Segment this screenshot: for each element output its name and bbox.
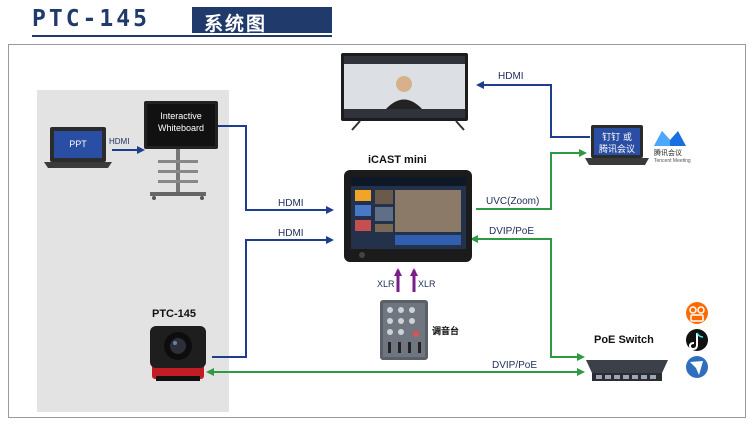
page-title: PTC-145 xyxy=(32,6,150,32)
laptop-meeting-screen-line1: 钉钉 或 xyxy=(602,133,632,143)
whiteboard-screen-line1: Interactive xyxy=(160,111,202,121)
link-label-icast-switch: DVIP/PoE xyxy=(489,226,535,237)
audio-mixer xyxy=(380,300,428,360)
laptop-meeting-screen-line2: 腾讯会议 xyxy=(598,145,635,155)
page-subtitle: 系统图 xyxy=(204,13,268,35)
link-label-laptop-tv: HDMI xyxy=(498,71,524,82)
xlr-label-left: XLR xyxy=(377,279,395,289)
icast-label: iCAST mini xyxy=(368,154,427,166)
link-label-icast-laptop: UVC(Zoom) xyxy=(486,196,540,207)
link-label-camera-icast: HDMI xyxy=(278,228,304,239)
camera-label: PTC-145 xyxy=(152,308,197,320)
wire-laptop-tv xyxy=(476,81,590,138)
mixer-label: 调音台 xyxy=(432,327,460,337)
whiteboard xyxy=(144,101,218,200)
ptz-camera xyxy=(150,326,206,381)
link-label-camera-switch: DVIP/PoE xyxy=(492,360,538,371)
wire-camera-icast xyxy=(212,236,334,358)
tv-display xyxy=(341,53,468,131)
laptop-ppt xyxy=(44,127,112,168)
wire-whiteboard-icast xyxy=(218,125,334,214)
wire-icast-switch xyxy=(470,235,585,361)
bird-icon xyxy=(686,356,708,378)
link-label-ppt-whiteboard: HDMI xyxy=(109,137,130,146)
poe-switch-label: PoE Switch xyxy=(594,334,654,346)
poe-switch xyxy=(586,360,668,381)
tencent-meeting-logo xyxy=(654,131,686,146)
link-label-whiteboard-icast: HDMI xyxy=(278,198,304,209)
tencent-meeting-name: 腾讯会议 xyxy=(654,149,682,157)
whiteboard-screen-line2: Whiteboard xyxy=(157,123,205,133)
wire-icast-laptop xyxy=(476,149,587,210)
diagram-frame xyxy=(8,44,746,418)
icast-device xyxy=(344,170,472,262)
xlr-label-right: XLR xyxy=(418,279,436,289)
laptop-ppt-screen-text: PPT xyxy=(69,139,87,149)
laptop-meeting xyxy=(585,125,649,165)
kuaishou-icon xyxy=(686,302,708,324)
title-banner xyxy=(192,7,332,33)
tencent-meeting-tagline: Tencent Meeting xyxy=(654,158,691,164)
tiktok-icon xyxy=(686,329,708,351)
title-underline xyxy=(32,35,332,37)
